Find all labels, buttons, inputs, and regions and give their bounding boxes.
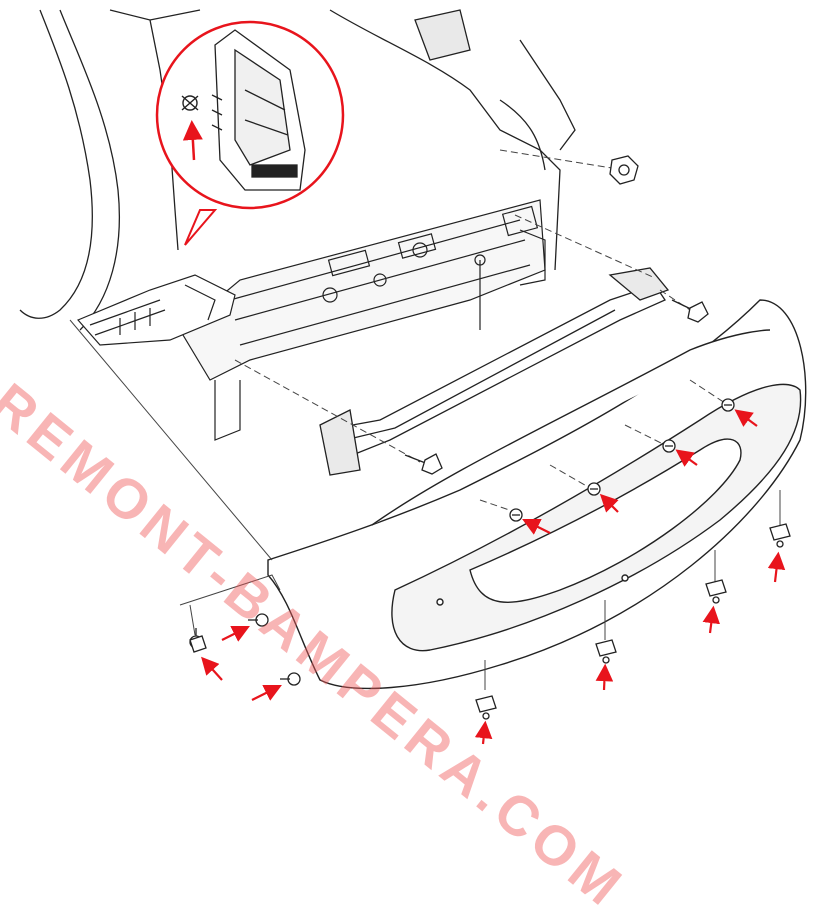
guide-lines <box>234 149 726 513</box>
arrow-screw-4 <box>734 409 758 427</box>
arrow-screw-1 <box>522 519 551 535</box>
lower-clips <box>189 523 791 720</box>
screw-1 <box>509 508 523 522</box>
bumper-diagram: REMONT-BAMPERA.COM <box>0 9 807 920</box>
screw-side-1 <box>248 613 269 627</box>
impact-beam <box>319 267 670 476</box>
callout-clip-icon <box>181 95 199 111</box>
arrow-screw-2 <box>599 493 619 513</box>
leader-lines <box>69 319 781 690</box>
left-side-bracket <box>76 274 236 346</box>
screw-side-2 <box>280 672 301 686</box>
clip-1 <box>475 695 497 720</box>
arrow-screw-3 <box>675 449 698 467</box>
diagram-canvas <box>19 9 807 745</box>
clip-5 <box>189 635 207 653</box>
beam-bolt-left <box>404 453 443 475</box>
bumper-cover <box>267 299 807 690</box>
arrow-clip-2 <box>595 663 614 691</box>
arrow-side-2 <box>251 685 282 701</box>
arrow-side-3 <box>201 656 223 681</box>
screw-2 <box>587 482 601 496</box>
rear-panel <box>179 199 546 441</box>
clip-3 <box>705 579 727 604</box>
screw-3 <box>662 439 676 453</box>
clip-2 <box>595 639 617 664</box>
arrow-clip-3 <box>702 605 721 634</box>
arrow-clip-1 <box>474 720 493 745</box>
red-arrows <box>201 409 786 745</box>
arrow-clip-4 <box>767 551 786 583</box>
callout-detail <box>155 20 345 246</box>
screw-top-right-nut <box>609 155 639 185</box>
car-body-outline <box>19 9 576 331</box>
screw-4 <box>721 398 735 412</box>
beam-bolt-right <box>671 299 709 323</box>
clip-4 <box>769 523 791 548</box>
arrow-side-1 <box>221 626 250 642</box>
